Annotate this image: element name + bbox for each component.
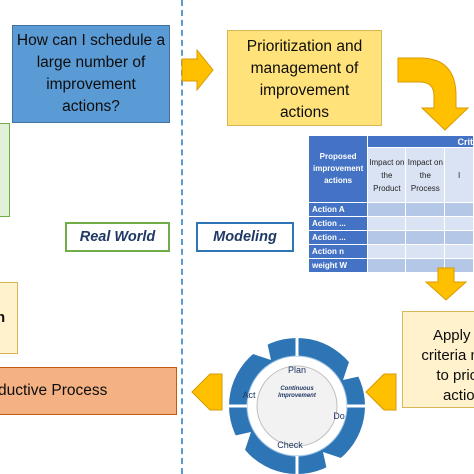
matrix-cell <box>405 202 446 217</box>
matrix-cell <box>444 230 474 245</box>
apply-criteria-box: Apply a criteria m to prior action <box>402 311 474 408</box>
question-line: actions? <box>62 98 120 115</box>
arrow-right-icon <box>181 48 214 92</box>
question-box: How can I schedule a large number of imp… <box>12 25 170 123</box>
phase-act: Act <box>242 390 256 400</box>
prioritization-line: Prioritization and <box>246 38 363 55</box>
apply-line: criteria m <box>421 347 474 364</box>
matrix-row-label: weight W <box>307 258 369 273</box>
productive-process-box: ductive Process <box>0 367 177 415</box>
matrix-row-label: Action A <box>307 202 369 217</box>
cycle-arrowhead-icon <box>233 432 251 450</box>
cycle-arrowhead-icon <box>343 362 361 380</box>
question-line: large number of <box>36 54 146 71</box>
question-line: How can I schedule a <box>16 32 166 49</box>
prioritization-line: actions <box>279 104 330 121</box>
cycle-center-line: Improvement <box>278 393 317 399</box>
question-line: improvement <box>46 76 136 93</box>
modeling-label: Modeling <box>196 222 294 252</box>
phase-do: Do <box>333 411 345 421</box>
matrix-row-label: Action n <box>307 244 369 259</box>
prioritization-box: Prioritization and management of improve… <box>227 30 382 126</box>
cycle-arrowhead-icon <box>253 342 271 360</box>
pdca-cycle: Plan Do Check Act Continuous Improvement <box>229 338 365 474</box>
phase-plan: Plan <box>288 365 306 375</box>
cycle-arrowhead-icon <box>323 452 341 470</box>
matrix-row-label: Action ... <box>307 230 369 245</box>
prioritization-line: improvement <box>259 82 350 99</box>
arrow-left-icon <box>365 373 397 411</box>
matrix-cell <box>405 244 446 259</box>
world-model-divider <box>181 0 183 474</box>
phase-check: Check <box>277 440 303 450</box>
matrix-column-header: Impact on the Process <box>405 147 446 203</box>
matrix-row-header: Proposed improvement actions <box>307 135 369 203</box>
arrow-down-icon <box>424 267 468 301</box>
real-world-label: Real World <box>65 222 170 252</box>
apply-line: to prior <box>436 367 474 384</box>
apply-line: Apply a <box>432 327 474 344</box>
arrow-left-icon <box>191 373 223 411</box>
left-green-box <box>0 123 10 217</box>
matrix-cell <box>367 230 407 245</box>
left-box-text: n <box>0 309 6 326</box>
matrix-column-header: Impact on the Product <box>367 147 407 203</box>
prioritization-line: management of <box>250 60 359 77</box>
apply-line: action <box>442 387 474 404</box>
matrix-cell <box>444 244 474 259</box>
matrix-cell <box>444 202 474 217</box>
left-yellow-box <box>0 282 18 354</box>
matrix-column-header: I <box>444 147 474 203</box>
matrix-cell <box>367 258 407 273</box>
matrix-cell <box>405 258 446 273</box>
cycle-center <box>256 365 338 447</box>
cycle-center-line: Continuous <box>280 386 314 392</box>
curved-arrow-icon <box>397 57 470 131</box>
criteria-matrix: Proposed improvement actions Crit Impact… <box>307 135 474 273</box>
